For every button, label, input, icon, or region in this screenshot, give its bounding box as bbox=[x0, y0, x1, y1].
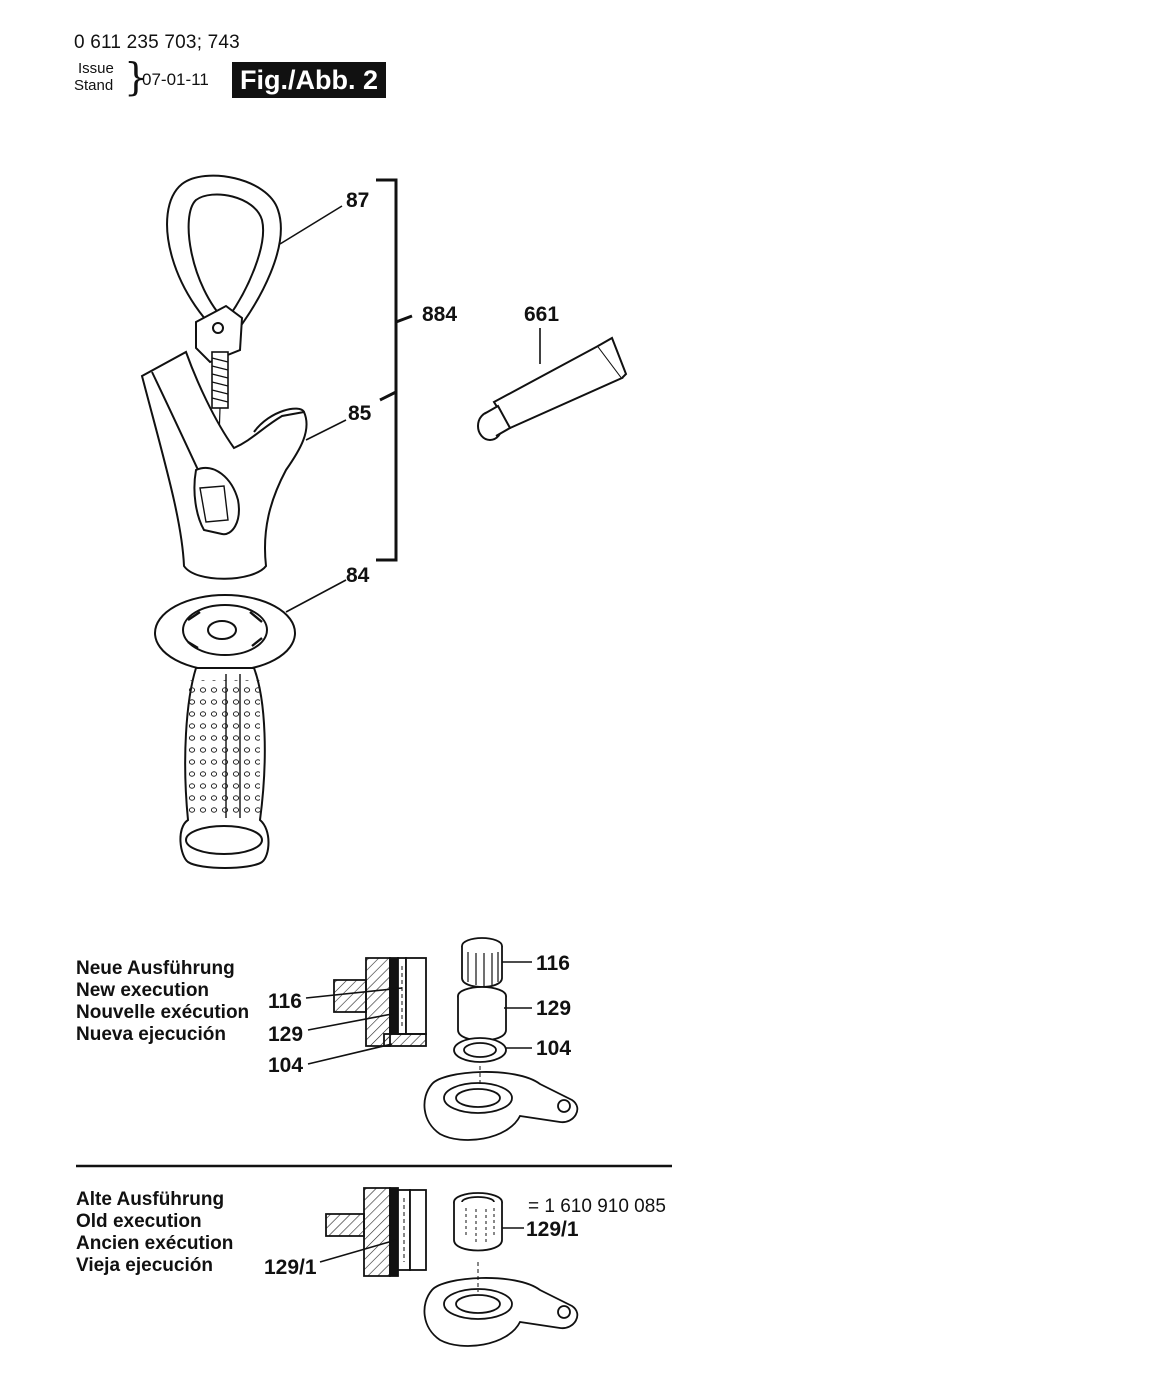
assembly-bracket-884 bbox=[376, 178, 413, 562]
new-execution-labels: Neue Ausführung New execution Nouvelle e… bbox=[76, 958, 249, 1046]
leader-lines-old bbox=[319, 1227, 524, 1263]
new-execution-section-drawing bbox=[333, 957, 427, 1047]
issue-label: Issue bbox=[78, 60, 114, 77]
new-execution-es: Nueva ejecución bbox=[76, 1024, 226, 1045]
part-84-side-handle bbox=[154, 594, 296, 869]
figure-title: Fig./Abb. 2 bbox=[232, 62, 386, 98]
callout-884: 884 bbox=[422, 303, 457, 326]
issue-stand-label: Issue Stand bbox=[74, 60, 114, 94]
part-87-clamp-strap bbox=[166, 174, 282, 364]
issue-date: 07-01-11 bbox=[142, 70, 209, 89]
callout-85: 85 bbox=[348, 402, 372, 425]
brace-glyph: } bbox=[124, 55, 149, 99]
old-execution-de: Alte Ausführung bbox=[76, 1189, 225, 1210]
leader-lines-top bbox=[279, 205, 541, 613]
new-execution-fr: Nouvelle exécution bbox=[76, 1002, 250, 1023]
callout-661: 661 bbox=[524, 303, 559, 326]
new-execution-en: New execution bbox=[76, 980, 210, 1001]
new-execution-de: Neue Ausführung bbox=[76, 958, 235, 979]
old-execution-section-drawing bbox=[325, 1187, 427, 1277]
part-85-handle-bracket bbox=[140, 350, 308, 580]
callout-116-section: 116 bbox=[268, 990, 302, 1013]
stand-label: Stand bbox=[74, 77, 114, 94]
part-661-grease-tube bbox=[477, 336, 628, 441]
callout-129-1-section: 129/1 bbox=[264, 1256, 317, 1279]
old-execution-fr: Ancien exécution bbox=[76, 1233, 234, 1254]
callout-129-1-part: 129/1 bbox=[526, 1218, 579, 1241]
old-replacement-part-number: = 1 610 910 085 bbox=[528, 1196, 666, 1217]
callout-129-part: 129 bbox=[536, 997, 571, 1020]
old-execution-en: Old execution bbox=[76, 1211, 202, 1232]
part-number-header: 0 611 235 703; 743 bbox=[74, 32, 240, 53]
old-execution-labels: Alte Ausführung Old execution Ancien exé… bbox=[76, 1189, 233, 1277]
callout-104-part: 104 bbox=[536, 1037, 571, 1060]
leader-lines-new bbox=[305, 961, 532, 1065]
old-execution-es: Vieja ejecución bbox=[76, 1255, 213, 1276]
old-execution-parts bbox=[423, 1192, 579, 1347]
callout-116-part: 116 bbox=[536, 952, 570, 975]
callout-104-section: 104 bbox=[268, 1054, 303, 1077]
callout-87: 87 bbox=[346, 189, 369, 212]
new-execution-parts bbox=[423, 937, 579, 1141]
callout-84: 84 bbox=[346, 564, 370, 587]
callout-129-section: 129 bbox=[268, 1023, 303, 1046]
